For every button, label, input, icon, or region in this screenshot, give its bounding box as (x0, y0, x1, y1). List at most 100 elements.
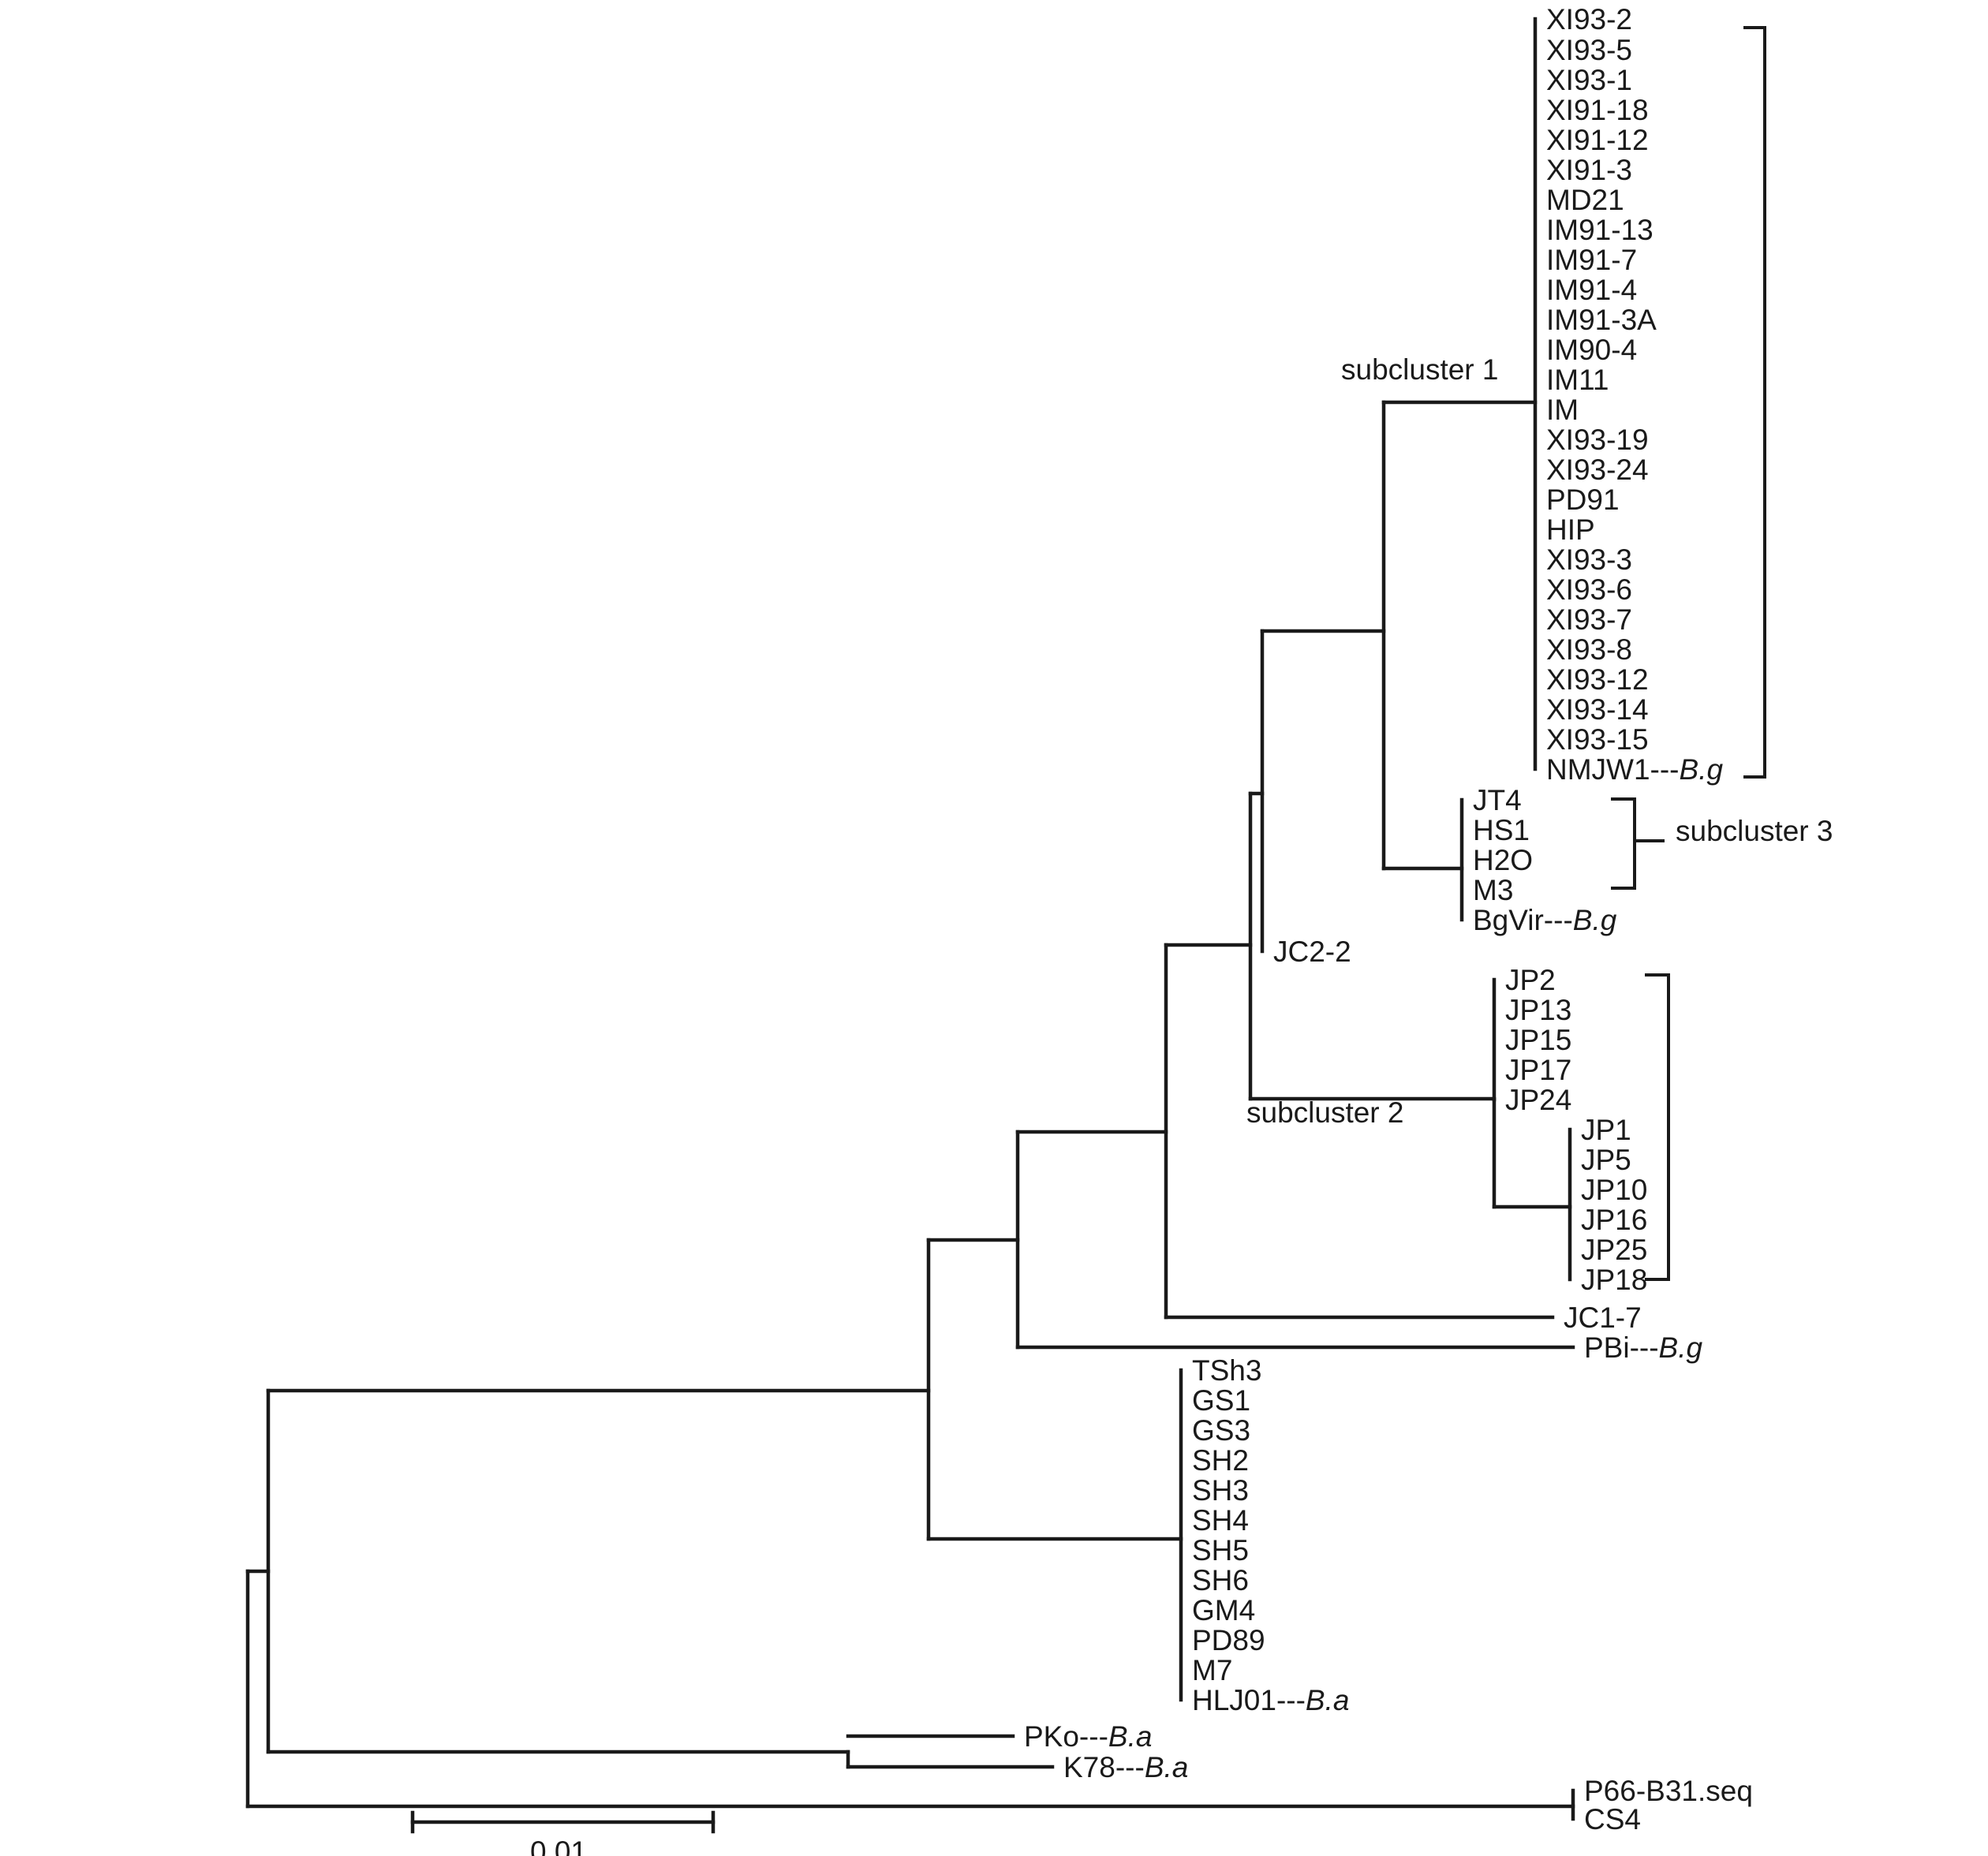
leaf-name: HIP (1546, 513, 1595, 546)
leaf-label: GS3 (1192, 1414, 1250, 1447)
leaf-name: XI93-14 (1546, 693, 1649, 726)
leaf-name: IM91-13 (1546, 214, 1654, 246)
leaf-name: XI93-15 (1546, 723, 1649, 756)
leaf-label: MD21 (1546, 184, 1624, 216)
leaf-label: XI91-18 (1546, 94, 1649, 126)
leaf-label: XI93-6 (1546, 573, 1632, 606)
leaf-label: XI93-3 (1546, 543, 1632, 576)
leaf-species: B.a (1108, 1720, 1153, 1753)
leaf-label: IM91-13 (1546, 214, 1654, 246)
leaf-label: XI93-5 (1546, 34, 1632, 66)
leaf-label: XI93-12 (1546, 663, 1649, 696)
leaf-name: PD91 (1546, 484, 1620, 516)
leaf-name: JP15 (1505, 1024, 1571, 1056)
leaf-name: JP2 (1505, 964, 1556, 996)
leaf-name: IM91-4 (1546, 274, 1637, 306)
leaf-name: XI93-2 (1546, 3, 1632, 35)
leaf-name: XI91-12 (1546, 124, 1649, 156)
leaf-label: SH4 (1192, 1504, 1249, 1537)
leaf-label: HLJ01---B.a (1192, 1684, 1349, 1716)
leaf-name: JP18 (1581, 1264, 1647, 1296)
leaf-label: JC1-7 (1564, 1301, 1642, 1334)
leaf-name: HLJ01--- (1192, 1684, 1306, 1716)
leaf-species: B.g (1659, 1331, 1703, 1364)
leaf-name: PKo--- (1024, 1720, 1108, 1753)
leaf-label: JP24 (1505, 1084, 1571, 1116)
leaf-label: JP15 (1505, 1024, 1571, 1056)
leaf-name: XI93-24 (1546, 454, 1649, 486)
leaf-name: JT4 (1473, 784, 1522, 816)
leaf-name: IM11 (1546, 364, 1609, 396)
leaf-label: IM90-4 (1546, 334, 1637, 366)
leaf-label: XI93-14 (1546, 693, 1649, 726)
leaf-name: BgVir--- (1473, 904, 1573, 936)
leaf-name: M3 (1473, 874, 1513, 906)
leaf-name: JP16 (1581, 1204, 1647, 1236)
leaf-name: SH4 (1192, 1504, 1249, 1537)
leaf-label: XI93-24 (1546, 454, 1649, 486)
leaf-name: JP1 (1581, 1114, 1631, 1146)
leaf-name: MD21 (1546, 184, 1624, 216)
leaf-label: JP25 (1581, 1234, 1647, 1266)
scale-bar: 0.01 (410, 1810, 716, 1856)
leaf-label: BgVir---B.g (1473, 904, 1617, 936)
leaf-label: K78---B.a (1063, 1751, 1188, 1783)
leaf-label: XI93-7 (1546, 603, 1632, 636)
leaf-name: JP25 (1581, 1234, 1647, 1266)
leaf-name: M7 (1192, 1654, 1232, 1686)
leaf-name: XI93-3 (1546, 543, 1632, 576)
leaf-name: H2O (1473, 844, 1533, 876)
leaf-species: B.a (1306, 1684, 1350, 1716)
leaf-name: IM91-7 (1546, 244, 1637, 276)
leaf-label: JP2 (1505, 964, 1556, 996)
leaf-label: P66-B31.seq (1584, 1775, 1753, 1807)
leaf-label: SH3 (1192, 1474, 1249, 1507)
leaf-label: XI93-8 (1546, 633, 1632, 666)
leaf-label: JP18 (1581, 1264, 1647, 1296)
leaf-label: JC2-2 (1273, 935, 1351, 968)
leaf-label: HS1 (1473, 814, 1530, 846)
leaf-name: SH5 (1192, 1534, 1249, 1567)
leaf-label: HIP (1546, 513, 1595, 546)
leaf-name: K78--- (1063, 1751, 1145, 1783)
subcluster-3-label: subcluster 3 (1676, 815, 1833, 847)
leaf-label: IM91-7 (1546, 244, 1637, 276)
leaf-name: XI93-8 (1546, 633, 1632, 666)
subcluster-1-label: subcluster 1 (1341, 353, 1499, 386)
leaf-name: GS1 (1192, 1384, 1250, 1417)
leaf-label: GS1 (1192, 1384, 1250, 1417)
leaf-name: GM4 (1192, 1594, 1255, 1626)
leaf-label: IM (1546, 394, 1579, 426)
leaf-label: NMJW1---B.g (1546, 753, 1723, 786)
leaf-label: JP17 (1505, 1054, 1571, 1086)
leaf-name: CS4 (1584, 1803, 1641, 1835)
leaf-name: JP13 (1505, 994, 1571, 1026)
leaf-label: JP13 (1505, 994, 1571, 1026)
subcluster-1-bracket (1743, 26, 1766, 779)
leaf-label: JP1 (1581, 1114, 1631, 1146)
leaf-name: SH2 (1192, 1444, 1249, 1477)
leaf-label: IM91-3A (1546, 304, 1657, 336)
leaf-label: XI93-15 (1546, 723, 1649, 756)
leaf-label: TSh3 (1192, 1354, 1261, 1387)
leaf-name: XI93-19 (1546, 424, 1649, 456)
leaf-label: XI91-3 (1546, 154, 1632, 186)
scale-bar-label: 0.01 (530, 1835, 587, 1856)
leaf-name: TSh3 (1192, 1354, 1261, 1387)
leaf-name: XI93-7 (1546, 603, 1632, 636)
leaf-name: JC2-2 (1273, 935, 1351, 968)
leaf-name: NMJW1--- (1546, 753, 1680, 786)
leaf-label: M3 (1473, 874, 1513, 906)
leaf-name: JP24 (1505, 1084, 1571, 1116)
leaf-name: IM90-4 (1546, 334, 1637, 366)
subcluster-2-label: subcluster 2 (1246, 1096, 1404, 1129)
leaf-label: JP10 (1581, 1174, 1647, 1206)
leaf-label: H2O (1473, 844, 1533, 876)
leaf-label: JT4 (1473, 784, 1522, 816)
leaf-name: IM (1546, 394, 1579, 426)
subcluster-brackets (1611, 26, 1766, 1281)
leaf-name: JC1-7 (1564, 1301, 1642, 1334)
leaf-label: JP5 (1581, 1144, 1631, 1176)
tree-branches (245, 17, 1575, 1821)
